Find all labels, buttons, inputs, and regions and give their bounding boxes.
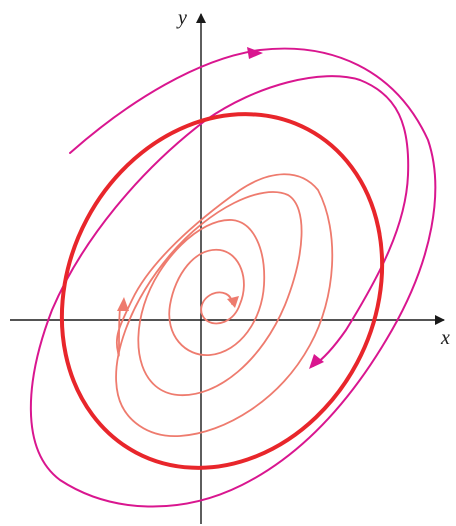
limit-cycle xyxy=(59,112,385,470)
outer-trajectory-arrow-top xyxy=(247,47,263,59)
inner-trajectory xyxy=(115,173,334,437)
x-axis-label: x xyxy=(441,327,450,349)
outer-trajectory-arrow-right xyxy=(309,354,324,369)
y-axis-label: y xyxy=(178,7,187,29)
outer-trajectory xyxy=(29,47,437,508)
inner-trajectory-arrow-center xyxy=(227,296,239,308)
inner-trajectory-arrow-left xyxy=(117,297,129,311)
